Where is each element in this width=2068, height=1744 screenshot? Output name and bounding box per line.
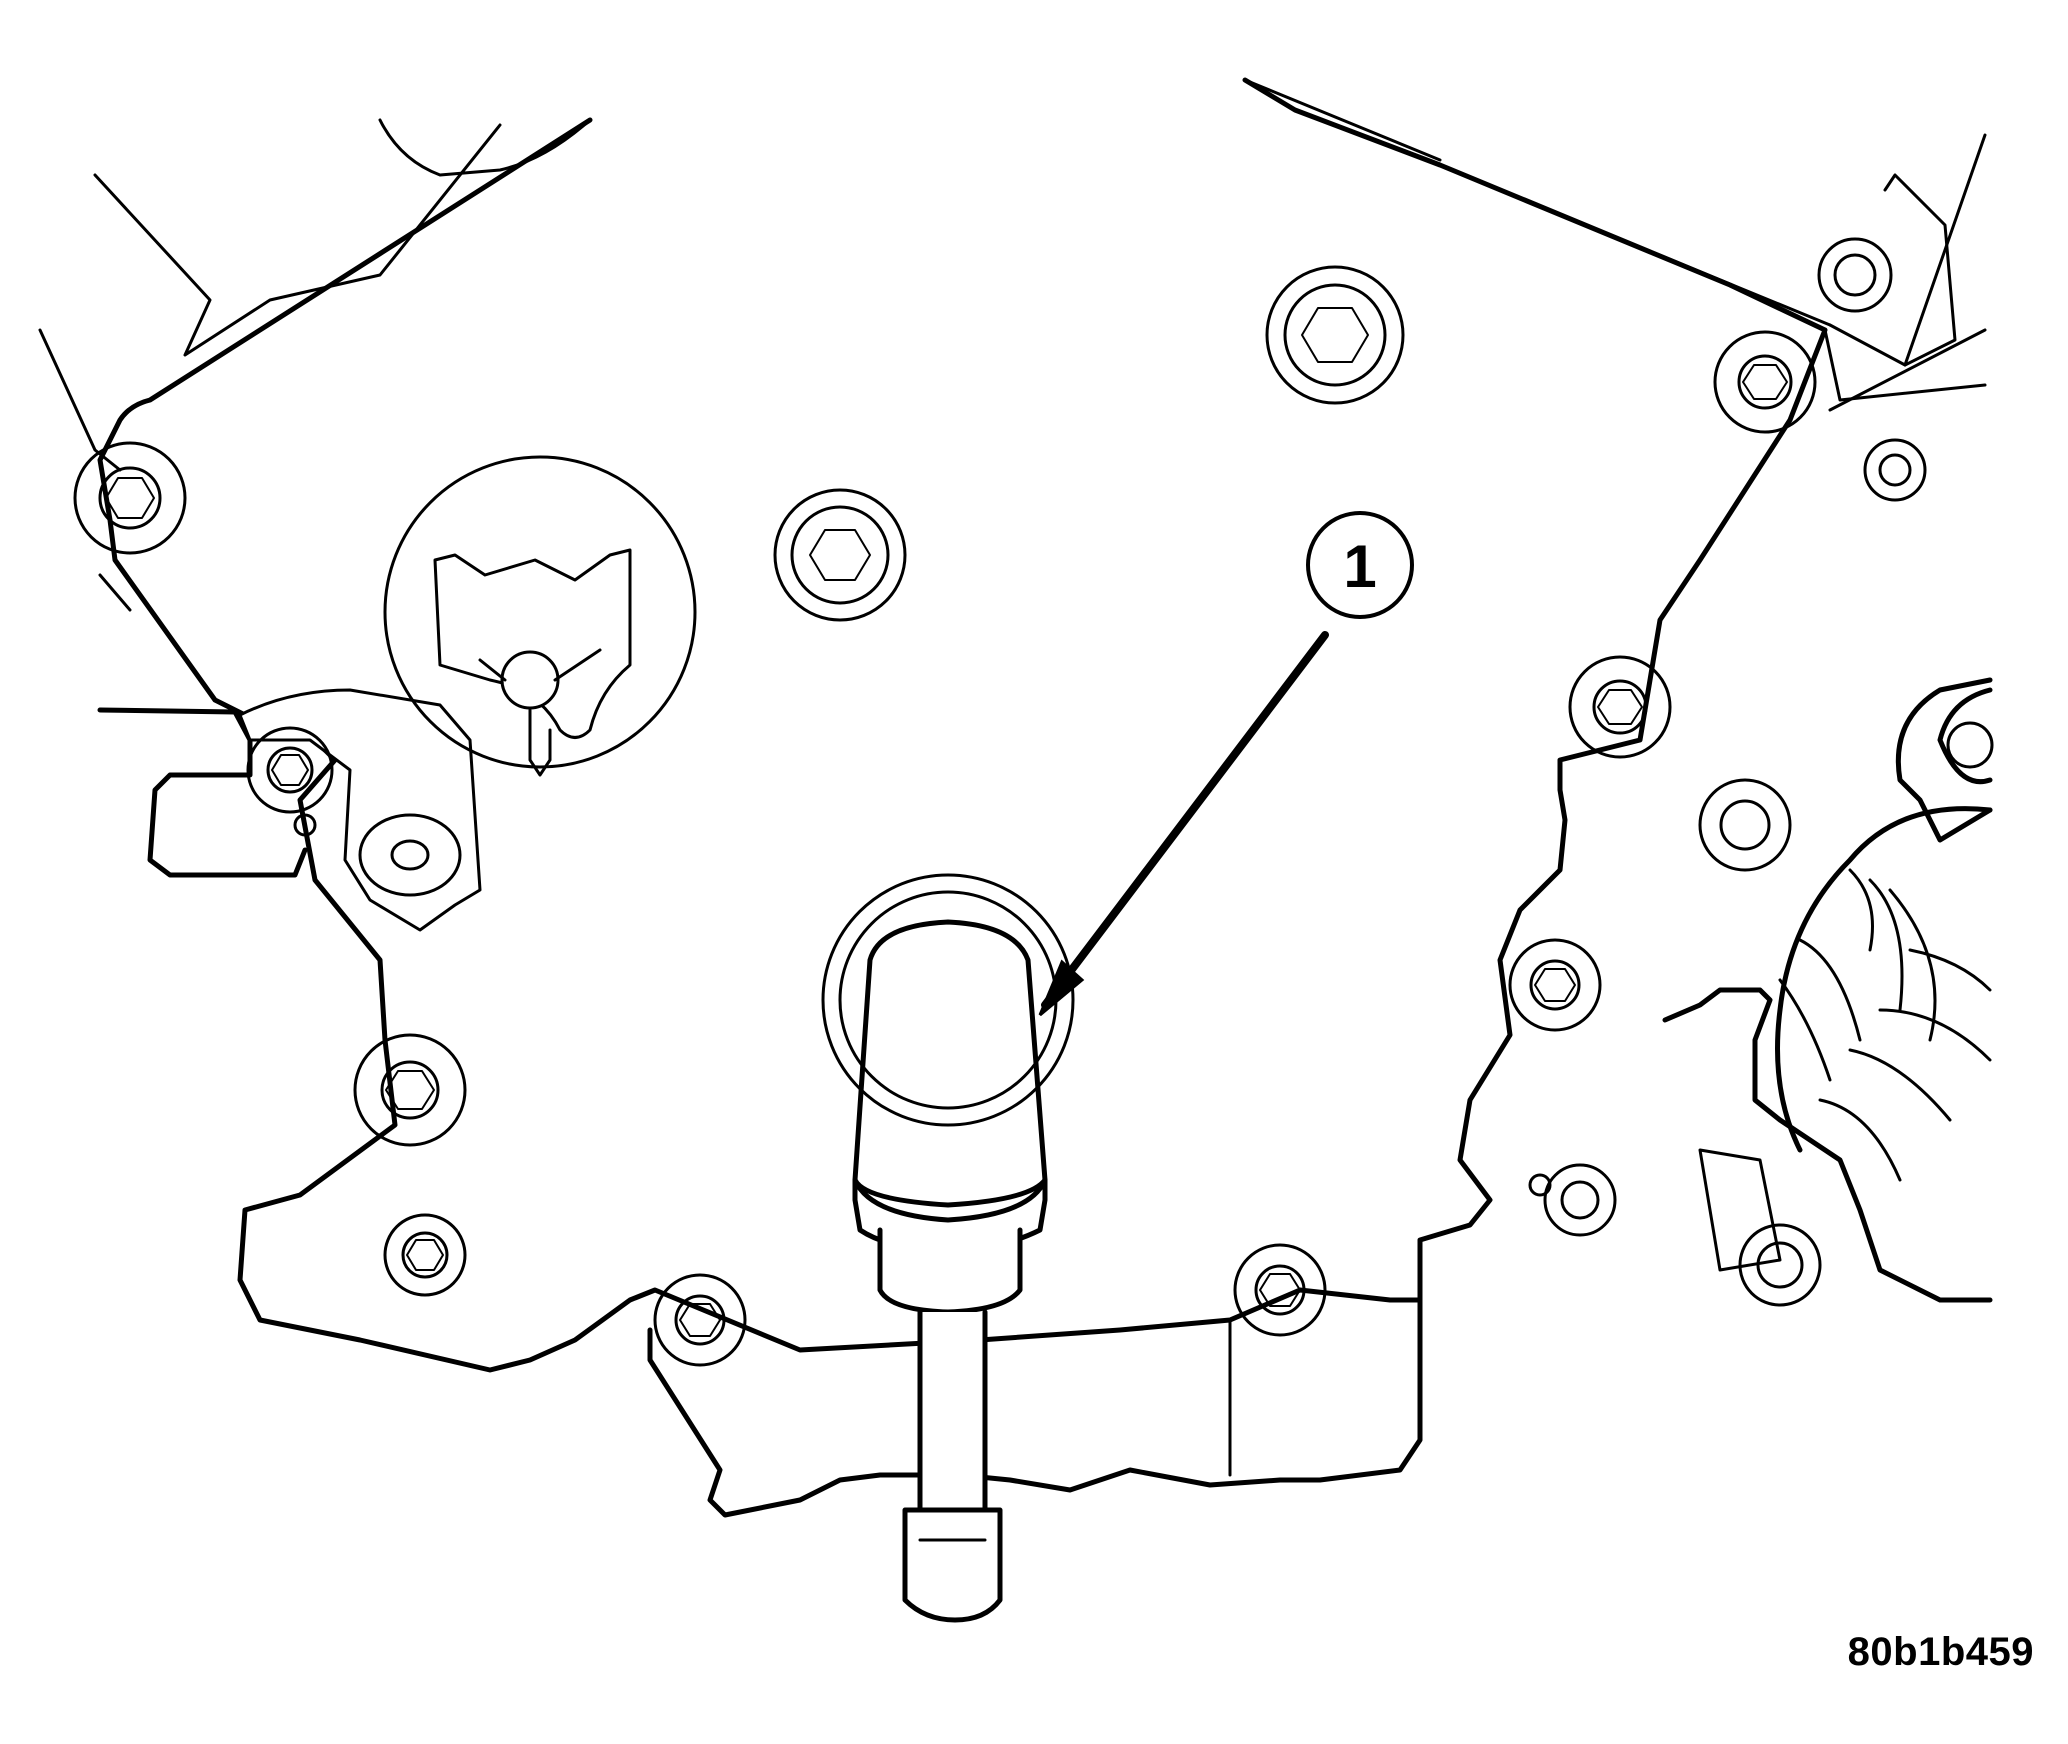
engine-block-upper-right <box>1243 78 1987 412</box>
bolt <box>1863 438 1927 502</box>
bolt <box>773 488 907 622</box>
left-bracket <box>97 688 482 932</box>
callout-arrowhead <box>1038 959 1085 1017</box>
callout-circle <box>1306 511 1414 619</box>
bolt <box>1528 1173 1552 1197</box>
bolt <box>1233 1243 1327 1337</box>
bolt <box>1543 1163 1617 1237</box>
seal-installer-tool <box>821 873 1075 1623</box>
tool-knurled-body <box>852 919 1048 1208</box>
bolt <box>1698 778 1792 872</box>
cover-bolts <box>73 237 1927 1367</box>
bolt <box>1713 330 1817 434</box>
bolt <box>1265 265 1405 405</box>
engine-block-upper-left <box>38 118 592 612</box>
bolt <box>653 1273 747 1367</box>
bolt <box>353 1033 467 1147</box>
figure-id: 80b1b459 <box>1847 1630 2034 1674</box>
bolt <box>1508 938 1602 1032</box>
cam-sensor-boss <box>383 455 697 777</box>
bolt <box>1817 237 1893 313</box>
bolt <box>383 1213 467 1297</box>
callout-number: 1 <box>1343 533 1376 600</box>
bolt <box>73 441 187 555</box>
crankshaft-seal-bore <box>821 873 1075 1127</box>
bolt <box>1568 655 1672 759</box>
oil-pan-flange <box>647 1297 1423 1518</box>
alternator <box>1662 677 1994 1307</box>
callout-1: 1 <box>1038 511 1414 1017</box>
bolt <box>246 726 334 814</box>
